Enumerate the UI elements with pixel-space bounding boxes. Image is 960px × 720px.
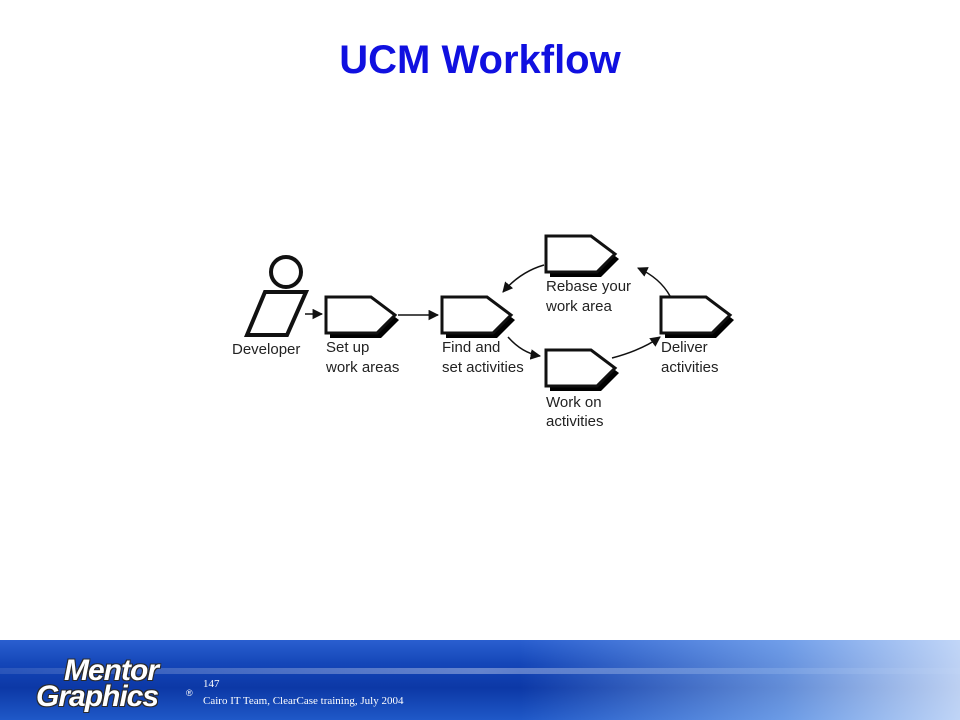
node-deliver: Deliver activities [659, 295, 734, 376]
mentor-graphics-logo: Mentor Graphics ® [36, 654, 196, 714]
logo-line-1: Mentor [64, 654, 159, 687]
node-find: Find and set activities [440, 295, 524, 376]
page-number: 147 [203, 678, 220, 690]
developer-label: Developer [232, 341, 300, 358]
arrow-find-to-work [507, 336, 542, 360]
node-rebase: Rebase your work area [544, 234, 631, 315]
arrow-work-to-deliver [611, 336, 661, 359]
node-deliver-label-line2: activities [661, 359, 719, 376]
ucm-workflow-diagram: Developer Set up work areas Find and set… [232, 234, 734, 430]
node-setup-label-line1: Set up [326, 339, 369, 356]
node-work-label-line1: Work on [546, 394, 602, 411]
node-work: Work on activities [544, 348, 619, 430]
arrow-deliver-to-rebase [637, 267, 671, 297]
arrow-rebase-to-find [502, 264, 545, 293]
node-find-label-line2: set activities [442, 359, 524, 376]
footer-glow [520, 640, 960, 720]
node-setup: Set up work areas [324, 295, 399, 376]
node-rebase-label-line2: work area [545, 298, 613, 315]
logo-line-2: Graphics [36, 680, 159, 713]
node-rebase-label-line1: Rebase your [546, 278, 631, 295]
footer-banner [0, 640, 960, 720]
node-deliver-label-line1: Deliver [661, 339, 708, 356]
footer-streak [0, 668, 960, 674]
person-icon [243, 255, 310, 337]
registered-mark: ® [186, 688, 193, 698]
slide-title: UCM Workflow [339, 38, 621, 82]
connectors [305, 264, 671, 360]
footer-caption: Cairo IT Team, ClearCase training, July … [203, 695, 404, 707]
node-setup-label-line2: work areas [325, 359, 399, 376]
node-find-label-line1: Find and [442, 339, 500, 356]
developer-actor: Developer [232, 255, 310, 358]
node-work-label-line2: activities [546, 413, 604, 430]
